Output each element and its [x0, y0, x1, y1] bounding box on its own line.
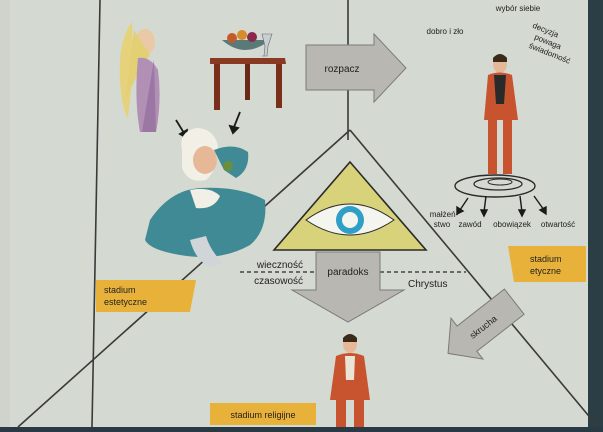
label-chrystus: Chrystus [408, 279, 447, 290]
stage-estetyczne-line1: stadium [104, 285, 136, 295]
stage-label-etyczne: stadium etyczne [508, 246, 586, 282]
stage-estetyczne-line2: estetyczne [104, 297, 147, 307]
stage-etyczne-line1: stadium [530, 254, 562, 264]
label-dobro-i-zlo: dobro i zło [427, 27, 464, 36]
label-zawod: zawód [458, 220, 481, 229]
page-edge [0, 0, 10, 427]
stage-religijne-text: stadium religijne [230, 410, 295, 420]
right-dark-edge [588, 0, 603, 427]
arrow-rozpacz-label: rozpacz [324, 64, 359, 75]
stage-label-religijne: stadium religijne [210, 403, 316, 425]
label-czasowosc: czasowość [254, 276, 303, 287]
label-malzenstwo-1: małżeń- [430, 210, 459, 219]
stage-etyczne-line2: etyczne [530, 266, 561, 276]
stage-label-estetyczne: stadium estetyczne [96, 280, 196, 312]
label-obowiazek: obowiązek [493, 220, 532, 229]
label-malzenstwo-2: stwo [434, 220, 451, 229]
label-wybor-siebie: wybór siebie [495, 4, 541, 13]
label-wiecznosc: wieczność [256, 260, 303, 271]
arrow-paradoks-label: paradoks [327, 267, 368, 278]
label-otwartosc: otwartość [541, 220, 575, 229]
